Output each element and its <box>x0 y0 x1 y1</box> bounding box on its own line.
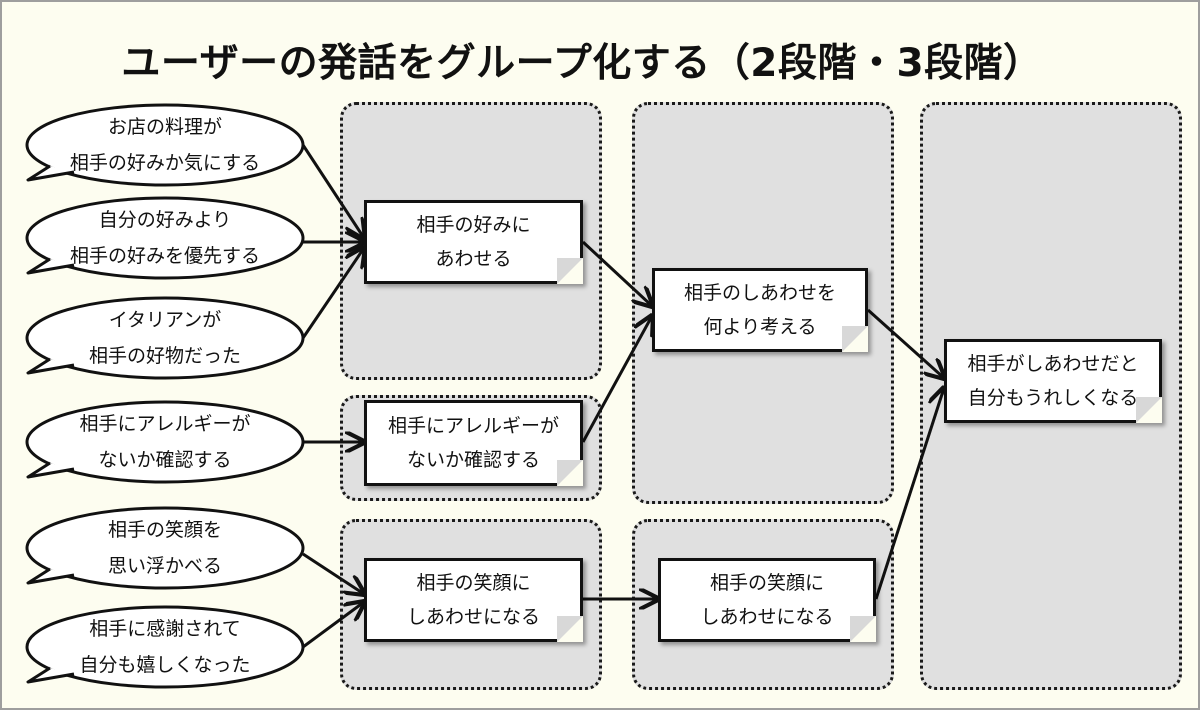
level1-card: 相手にアレルギーが ないか確認する <box>364 400 583 486</box>
arrow <box>301 248 364 339</box>
page-fold-corner <box>850 616 876 642</box>
utterance-text: 相手に感謝されて 自分も嬉しくなった <box>79 618 251 676</box>
level1-card: 相手の好みに あわせる <box>364 200 583 284</box>
level2-card: 相手の笑顔に しあわせになる <box>658 558 876 642</box>
page-fold-corner <box>557 616 583 642</box>
level3-card: 相手がしあわせだと 自分もうれしくなる <box>944 339 1162 423</box>
level2-card: 相手のしあわせを 何より考える <box>652 268 868 352</box>
arrow <box>302 552 364 594</box>
arrow <box>581 240 652 306</box>
level1-card: 相手の笑顔に しあわせになる <box>364 558 583 642</box>
arrow <box>866 308 944 378</box>
page-fold-corner <box>557 460 583 486</box>
arrow <box>301 144 364 238</box>
utterance-text: お店の料理が 相手の好みか気にする <box>69 116 261 174</box>
arrow <box>874 388 944 600</box>
utterance-text: 自分の好みより 相手の好みを優先する <box>69 209 260 267</box>
arrow <box>581 316 652 443</box>
page-fold-corner <box>557 258 583 284</box>
utterance-text: 相手にアレルギーが ないか確認する <box>79 413 251 471</box>
utterance-text: イタリアンが 相手の好物だった <box>88 309 241 367</box>
speech-bubble <box>25 196 305 280</box>
speech-bubble <box>25 506 305 590</box>
arrow <box>302 602 364 649</box>
diagram-title: ユーザーの発話をグループ化する（2段階・3段階） <box>121 41 1043 86</box>
utterance-text: 相手の笑顔を 思い浮かべる <box>107 519 222 577</box>
page-fold-corner <box>842 326 868 352</box>
page-fold-corner <box>1136 397 1162 423</box>
